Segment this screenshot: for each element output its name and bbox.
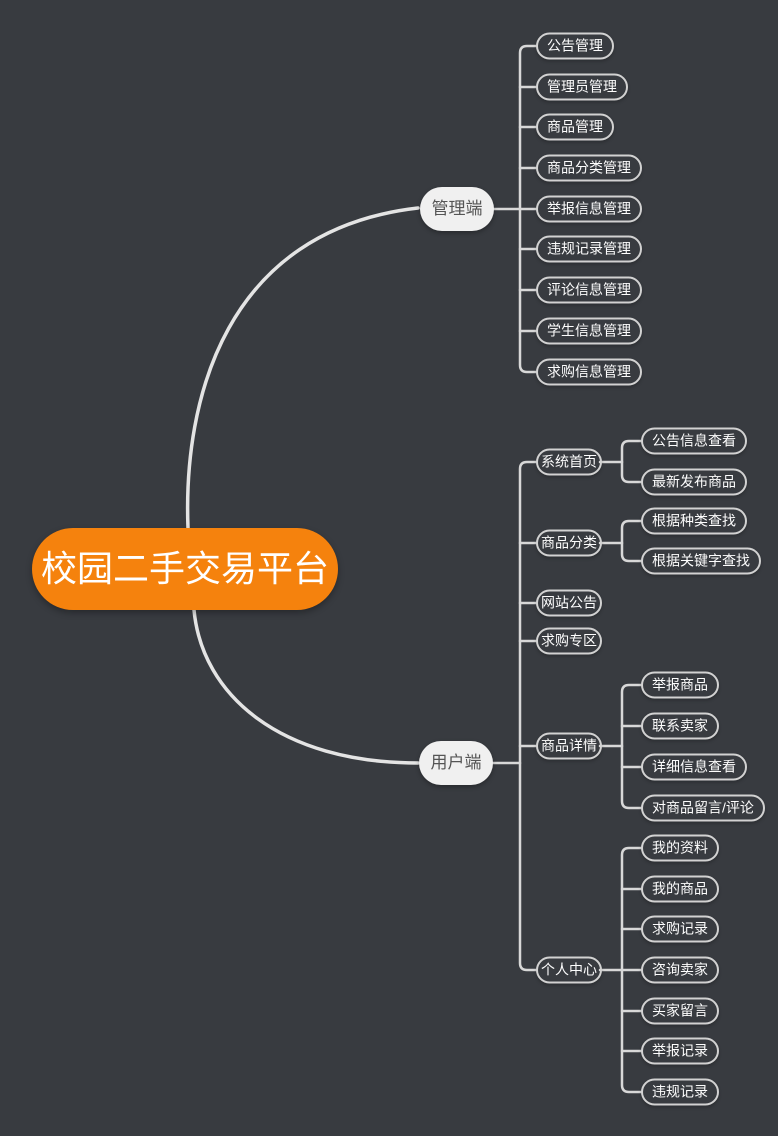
node-personal-center[interactable]: 个人中心 — [536, 956, 602, 984]
node-user[interactable]: 用户端 — [419, 741, 493, 785]
node-my-profile[interactable]: 我的资料 — [641, 834, 719, 862]
node-system-home[interactable]: 系统首页 — [536, 448, 602, 476]
node-my-products[interactable]: 我的商品 — [641, 875, 719, 903]
node-product-category[interactable]: 商品分类 — [536, 529, 602, 557]
node-admin[interactable]: 管理端 — [420, 187, 494, 231]
node-report-info-mgmt[interactable]: 举报信息管理 — [536, 195, 642, 223]
node-product-detail[interactable]: 商品详情 — [536, 732, 602, 760]
node-violation-record-mgmt[interactable]: 违规记录管理 — [536, 235, 642, 263]
node-purchase-request-records[interactable]: 求购记录 — [641, 915, 719, 943]
node-comment-info-mgmt[interactable]: 评论信息管理 — [536, 276, 642, 304]
node-announcement-view[interactable]: 公告信息查看 — [641, 427, 747, 455]
node-report-records[interactable]: 举报记录 — [641, 1037, 719, 1065]
node-administrator-mgmt[interactable]: 管理员管理 — [536, 73, 628, 101]
node-detail-view[interactable]: 详细信息查看 — [641, 753, 747, 781]
node-buyer-messages[interactable]: 买家留言 — [641, 997, 719, 1025]
node-announcement-mgmt[interactable]: 公告管理 — [536, 32, 614, 60]
node-search-by-keyword[interactable]: 根据关键字查找 — [641, 547, 761, 575]
node-purchase-request-info-mgmt[interactable]: 求购信息管理 — [536, 358, 642, 386]
node-site-announcement[interactable]: 网站公告 — [536, 589, 602, 617]
node-student-info-mgmt[interactable]: 学生信息管理 — [536, 317, 642, 345]
node-latest-products[interactable]: 最新发布商品 — [641, 468, 747, 496]
node-product-mgmt[interactable]: 商品管理 — [536, 113, 614, 141]
node-root[interactable]: 校园二手交易平台 — [32, 528, 338, 610]
node-violation-records[interactable]: 违规记录 — [641, 1078, 719, 1106]
node-product-comment[interactable]: 对商品留言/评论 — [641, 794, 765, 822]
node-search-by-category[interactable]: 根据种类查找 — [641, 507, 747, 535]
node-consult-seller[interactable]: 咨询卖家 — [641, 956, 719, 984]
node-report-product[interactable]: 举报商品 — [641, 671, 719, 699]
node-product-category-mgmt[interactable]: 商品分类管理 — [536, 154, 642, 182]
node-purchase-request-zone[interactable]: 求购专区 — [536, 627, 602, 655]
node-contact-seller[interactable]: 联系卖家 — [641, 712, 719, 740]
